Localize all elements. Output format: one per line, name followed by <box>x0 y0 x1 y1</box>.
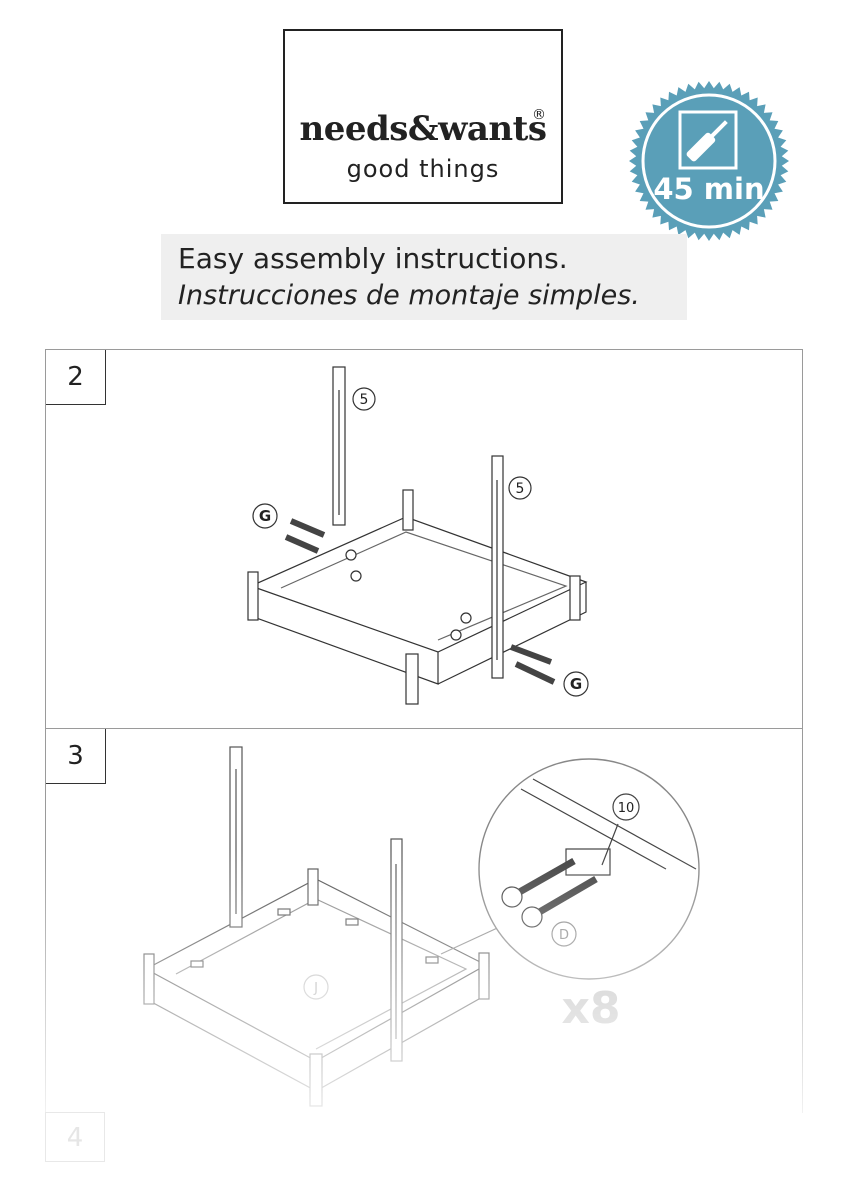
step-3-diagram: J 10 D x8 <box>143 746 700 1107</box>
screws-left <box>284 518 362 582</box>
step-3-panel: J 10 D x8 3 <box>45 728 803 1113</box>
label-detail-part: 10 <box>618 801 635 816</box>
assembly-time: 45 min <box>653 172 765 206</box>
step-number: 3 <box>46 729 106 784</box>
step-number: 2 <box>46 350 106 405</box>
registered-mark: ® <box>532 107 546 123</box>
brand-tagline: good things <box>346 155 500 183</box>
post-right <box>390 838 403 1062</box>
label-screws-right: G <box>570 675 582 693</box>
next-step-number: 4 <box>45 1112 105 1162</box>
screwdriver-icon <box>678 110 738 170</box>
title-english: Easy assembly instructions. <box>178 242 568 275</box>
brand-logo: needs&wants ® good things <box>283 29 563 204</box>
step-2-diagram: 5 5 G G <box>247 366 589 705</box>
post-right <box>491 455 504 679</box>
detail-callout <box>440 758 700 980</box>
label-post-left: 5 <box>360 392 369 408</box>
instructions-title: Easy assembly instructions. Instruccione… <box>161 234 687 320</box>
step-2-panel: 5 5 G G 2 <box>45 349 803 729</box>
badge-seal <box>629 81 789 241</box>
screws-right <box>450 612 556 685</box>
post-left <box>332 366 346 526</box>
assembly-time-badge: 45 min <box>628 80 790 242</box>
label-screws-left: G <box>259 507 271 525</box>
quantity-label: x8 <box>562 983 621 1034</box>
label-panel: J <box>313 981 318 996</box>
label-post-right: 5 <box>516 481 525 497</box>
title-spanish: Instrucciones de montaje simples. <box>178 280 640 311</box>
brand-name: needs&wants <box>299 109 547 149</box>
label-screw: D <box>559 928 569 943</box>
post-left <box>229 746 243 928</box>
